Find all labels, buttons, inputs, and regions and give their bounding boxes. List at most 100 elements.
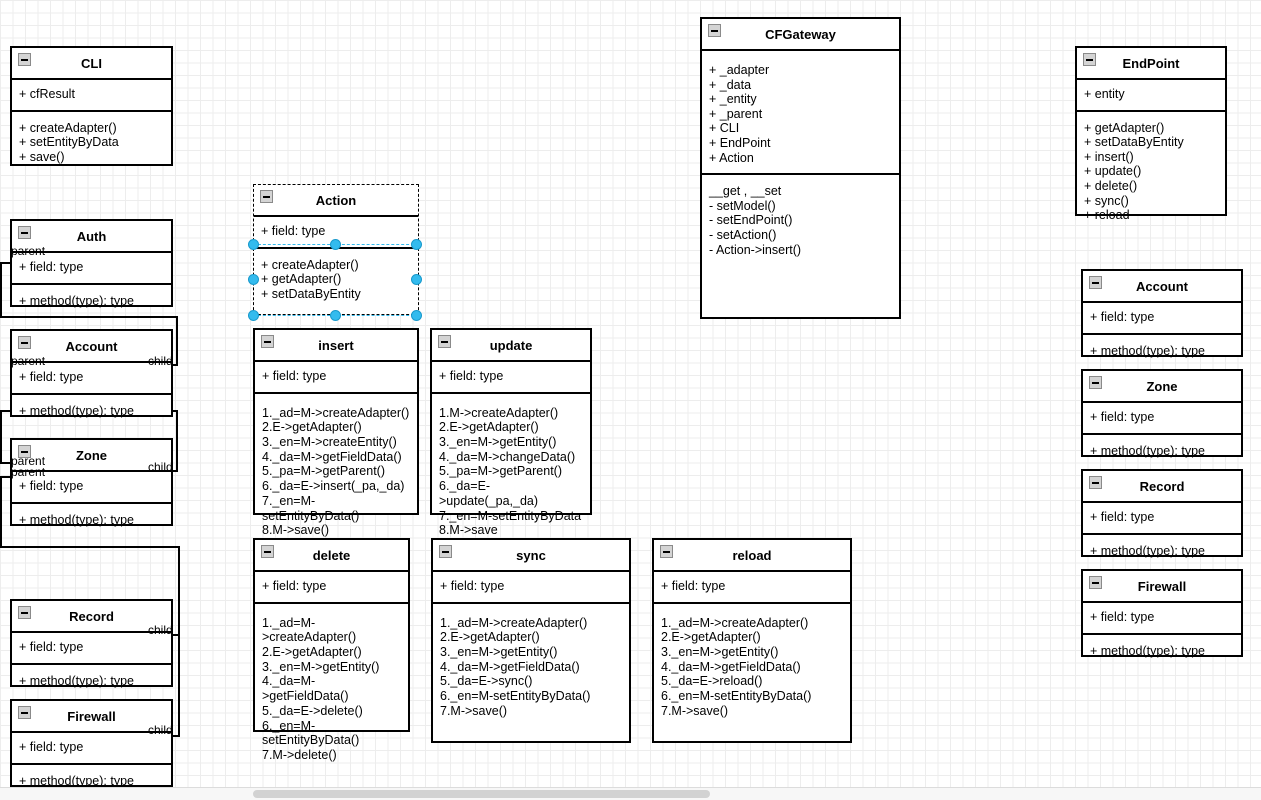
class-title: Action [315, 193, 357, 208]
collapse-minus-icon[interactable] [1083, 53, 1096, 66]
class-title: Account [65, 339, 118, 354]
resize-handle-se[interactable] [411, 310, 422, 321]
collapse-minus-icon[interactable] [439, 545, 452, 558]
resize-handle-sw[interactable] [248, 310, 259, 321]
class-header-record-left: Record [12, 601, 171, 633]
connector-zone-child-vertical [176, 410, 178, 472]
class-operations: + method(type): type [19, 293, 134, 308]
class-box-record-right[interactable]: Record + field: type + method(type): typ… [1081, 469, 1243, 558]
class-operations: __get , __set - setModel() - setEndPoint… [709, 184, 802, 257]
class-box-insert[interactable]: insert + field: type 1._ad=M->createAdap… [253, 328, 419, 537]
collapse-minus-icon[interactable] [18, 445, 31, 458]
class-title: Account [1136, 279, 1188, 294]
horizontal-scrollbar-thumb[interactable] [253, 790, 710, 798]
class-attributes: + field: type [1083, 603, 1241, 635]
class-box-zone-right[interactable]: Zone + field: type + method(type): type [1081, 369, 1243, 458]
collapse-minus-icon[interactable] [438, 335, 451, 348]
class-attributes: + field: type [255, 362, 417, 394]
class-title: update [489, 338, 533, 353]
class-attributes: + field: type [433, 572, 629, 604]
class-operations: 1._ad=M->createAdapter() 2.E->getAdapter… [661, 615, 812, 718]
collapse-minus-icon[interactable] [660, 545, 673, 558]
class-box-cfgateway[interactable]: CFGateway + _adapter + _data + _entity +… [700, 17, 901, 319]
collapse-minus-icon[interactable] [1089, 576, 1102, 589]
class-box-record-left[interactable]: Record + field: type + method(type): typ… [10, 599, 173, 688]
connector-auth-parent-vertical [0, 262, 2, 318]
class-header-account-left: Account [12, 331, 171, 363]
resize-handle-w[interactable] [248, 274, 259, 285]
class-attributes: + entity [1077, 80, 1225, 112]
collapse-minus-icon[interactable] [1089, 276, 1102, 289]
horizontal-scrollbar-track[interactable] [0, 787, 1261, 800]
collapse-minus-icon[interactable] [18, 53, 31, 66]
class-header-auth: Auth [12, 221, 171, 253]
class-title: Firewall [1137, 579, 1187, 594]
collapse-minus-icon[interactable] [261, 335, 274, 348]
connector-zone-parent-drop [0, 476, 2, 548]
connector-zone-parent-horizontal [0, 476, 12, 478]
class-title: Zone [1146, 379, 1178, 394]
class-box-zone-left[interactable]: Zone + field: type + method(type): type [10, 438, 173, 527]
class-box-firewall-left[interactable]: Firewall + field: type + method(type): t… [10, 699, 173, 788]
class-operations: + method(type): type [19, 403, 134, 418]
collapse-minus-icon[interactable] [18, 226, 31, 239]
class-header-action: Action [254, 185, 418, 217]
class-box-firewall-right[interactable]: Firewall + field: type + method(type): t… [1081, 569, 1243, 658]
collapse-minus-icon[interactable] [1089, 476, 1102, 489]
class-box-account-left[interactable]: Account + field: type + method(type): ty… [10, 329, 173, 418]
class-box-sync[interactable]: sync + field: type 1._ad=M->createAdapte… [431, 538, 631, 743]
collapse-minus-icon[interactable] [18, 606, 31, 619]
collapse-minus-icon[interactable] [1089, 376, 1102, 389]
edge-label-record-left-child: child [148, 623, 173, 637]
collapse-minus-icon[interactable] [260, 190, 273, 203]
class-header-update: update [432, 330, 590, 362]
class-title: Zone [75, 448, 108, 463]
class-header-cli: CLI [12, 48, 171, 80]
class-operations: 1._ad=M->createAdapter() 2.E->getAdapter… [262, 405, 410, 538]
class-box-cli[interactable]: CLI + cfResult + createAdapter() + setEn… [10, 46, 173, 166]
resize-handle-e[interactable] [411, 274, 422, 285]
class-operations: + method(type): type [19, 773, 134, 788]
class-box-reload[interactable]: reload + field: type 1._ad=M->createAdap… [652, 538, 852, 743]
class-operations: + method(type): type [1090, 343, 1205, 358]
class-title: delete [312, 548, 351, 563]
class-header-delete: delete [255, 540, 408, 572]
class-box-auth[interactable]: Auth + field: type + method(type): type [10, 219, 173, 308]
class-box-update[interactable]: update + field: type 1.M->createAdapter(… [430, 328, 592, 537]
collapse-minus-icon[interactable] [708, 24, 721, 37]
class-attributes: + field: type [1083, 403, 1241, 435]
class-attributes: + field: type [12, 253, 171, 285]
class-attributes: + field: type [1083, 503, 1241, 535]
resize-handle-s[interactable] [330, 310, 341, 321]
collapse-minus-icon[interactable] [18, 706, 31, 719]
class-title: reload [732, 548, 772, 563]
class-header-endpoint: EndPoint [1077, 48, 1225, 80]
edge-label-zone-left-child: child [148, 460, 173, 474]
class-header-account-right: Account [1083, 271, 1241, 303]
class-box-endpoint[interactable]: EndPoint + entity + getAdapter() + setDa… [1075, 46, 1227, 222]
class-attributes: + field: type [12, 633, 171, 665]
collapse-minus-icon[interactable] [18, 336, 31, 349]
class-header-insert: insert [255, 330, 417, 362]
class-title: insert [318, 338, 354, 353]
resize-handle-nw[interactable] [248, 239, 259, 250]
connector-record-child-vertical [178, 546, 180, 736]
class-operations: + createAdapter() + setEntityByData + sa… [19, 120, 119, 164]
class-header-zone-left: Zone [12, 440, 171, 472]
edge-label-account-left-child: child [148, 354, 173, 368]
class-attributes: + field: type [1083, 303, 1241, 335]
class-operations: 1._ad=M->createAdapter() 2.E->getAdapter… [262, 615, 380, 762]
class-operations: + getAdapter() + setDataByEntity + inser… [1084, 120, 1184, 223]
class-box-delete[interactable]: delete + field: type 1._ad=M->createAdap… [253, 538, 410, 762]
resize-handle-ne[interactable] [411, 239, 422, 250]
resize-handle-n[interactable] [330, 239, 341, 250]
edge-label-firewall-left-child: child [148, 723, 173, 737]
class-box-account-right[interactable]: Account + field: type + method(type): ty… [1081, 269, 1243, 358]
class-operations: 1._ad=M->createAdapter() 2.E->getAdapter… [440, 615, 591, 718]
class-operations: + method(type): type [1090, 543, 1205, 558]
collapse-minus-icon[interactable] [261, 545, 274, 558]
class-attributes: + _adapter + _data + _entity + _parent +… [702, 51, 899, 176]
class-header-reload: reload [654, 540, 850, 572]
connector-zone-to-record [0, 546, 180, 548]
